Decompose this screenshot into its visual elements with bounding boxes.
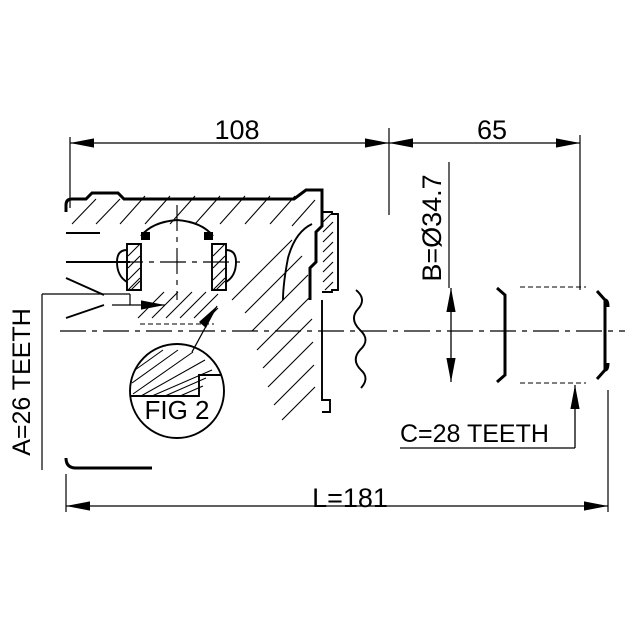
inner-race-assembly bbox=[116, 205, 240, 325]
dimension-108-label: 108 bbox=[214, 115, 259, 145]
leader-a-26-teeth bbox=[41, 293, 165, 470]
splined-shaft-end bbox=[520, 286, 610, 384]
dimension-l-181 bbox=[65, 390, 609, 512]
housing-wall-hatching-top bbox=[71, 195, 316, 227]
dimension-diameter-b bbox=[446, 162, 456, 382]
dimension-65-label: 65 bbox=[477, 115, 507, 145]
housing-retainer-groove bbox=[321, 211, 339, 413]
shaft-barrel bbox=[353, 286, 507, 389]
annotation-a-26-teeth-label: A=26 TEETH bbox=[8, 308, 36, 456]
annotation-c-28-teeth-label: C=28 TEETH bbox=[400, 420, 549, 448]
leader-c-28-teeth bbox=[400, 385, 580, 449]
dimension-diameter-b-label: B=Ø34.7 bbox=[417, 174, 447, 281]
dimension-65 bbox=[389, 135, 581, 290]
cv-joint-housing bbox=[64, 188, 324, 470]
dimension-l-181-label: L=181 bbox=[312, 483, 388, 513]
fig2-detail-callout bbox=[129, 305, 225, 439]
fig2-detail-label: FIG 2 bbox=[144, 395, 209, 425]
housing-wall-hatching-right bbox=[231, 239, 316, 421]
